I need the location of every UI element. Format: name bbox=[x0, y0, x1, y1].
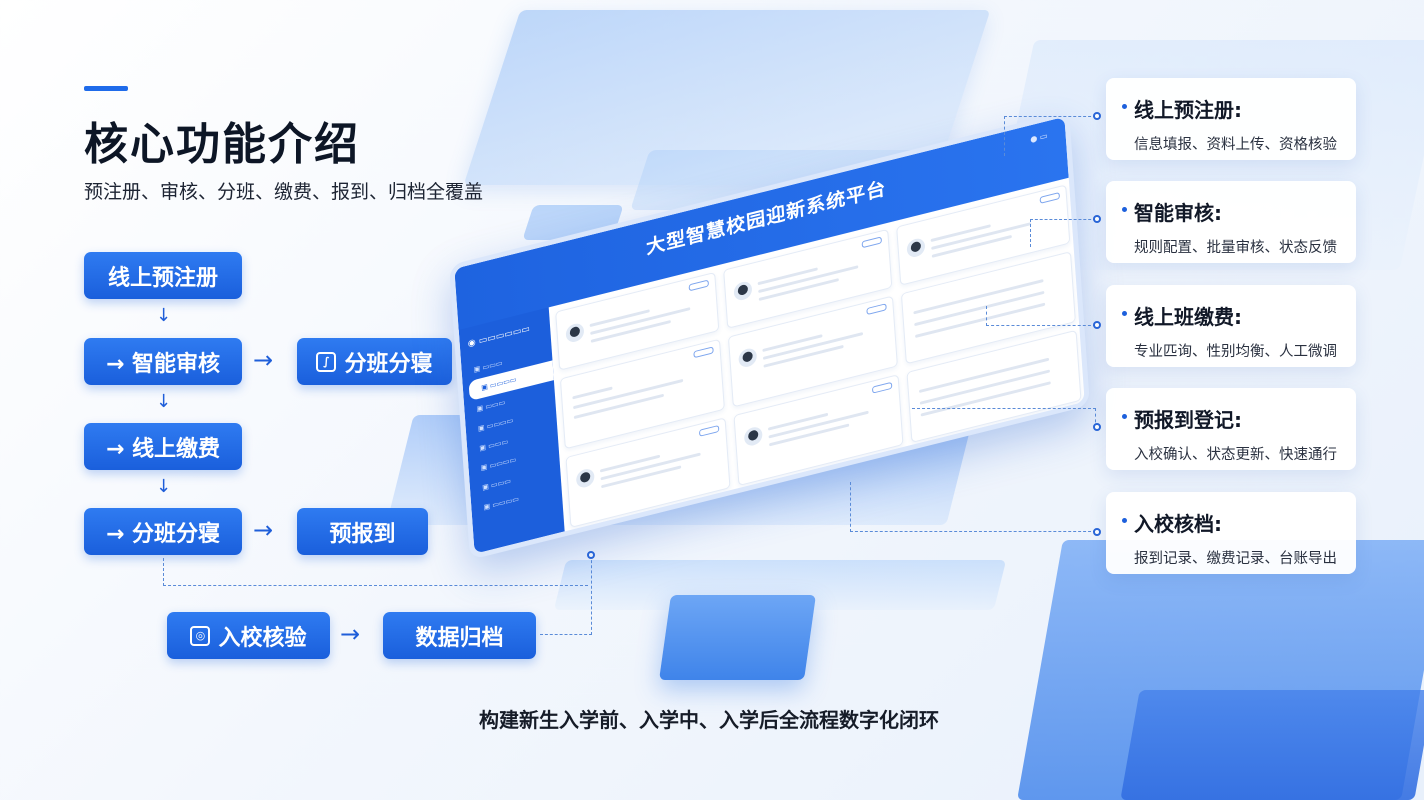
flow-step-label: 线上预注册 bbox=[107, 265, 218, 291]
flow-step-data-archive[interactable]: 数据归档 bbox=[383, 612, 536, 659]
feature-title: 线上预注册: bbox=[1134, 94, 1356, 123]
flow-step-class-dorm[interactable]: → 分班分寝 bbox=[84, 508, 242, 555]
flow-step-smart-review[interactable]: → 智能审核 bbox=[84, 338, 242, 385]
feature-desc: 规则配置、批量审核、状态反馈 bbox=[1134, 240, 1337, 256]
arrow-down-icon: ↓ bbox=[156, 305, 172, 326]
feature-desc: 专业匹询、性别均衡、人工微调 bbox=[1134, 344, 1337, 360]
connector-dot bbox=[1093, 112, 1101, 120]
dashed-connector bbox=[540, 555, 592, 635]
status-badge bbox=[871, 381, 893, 394]
feature-card-archive: 入校核档: 报到记录、缴费记录、台账导出 bbox=[1106, 492, 1356, 574]
avatar bbox=[565, 321, 585, 344]
feature-title: 智能审核: bbox=[1134, 197, 1356, 226]
status-badge bbox=[861, 236, 883, 249]
connector-dot bbox=[1093, 528, 1101, 536]
dashed-connector bbox=[163, 558, 588, 586]
feature-card-review: 智能审核: 规则配置、批量审核、状态反馈 bbox=[1106, 181, 1356, 263]
flow-step-pre-checkin[interactable]: 预报到 bbox=[297, 508, 428, 555]
arrow-right-icon: → bbox=[253, 346, 274, 374]
flow-step-preregister[interactable]: 线上预注册 bbox=[84, 252, 242, 299]
feature-desc: 报到记录、缴费记录、台账导出 bbox=[1134, 551, 1337, 567]
flow-step-label: 入校核验 bbox=[218, 625, 307, 651]
dashed-connector bbox=[986, 306, 1096, 326]
title-accent-bar bbox=[84, 86, 128, 91]
footer-tagline: 构建新生入学前、入学中、入学后全流程数字化闭环 bbox=[479, 708, 939, 732]
connector-dot bbox=[587, 551, 595, 559]
connector-dot bbox=[1093, 423, 1101, 431]
arrow-down-icon: ↓ bbox=[156, 391, 172, 412]
connector-dot bbox=[1093, 321, 1101, 329]
flow-step-entry-verify[interactable]: ◎ 入校核验 bbox=[167, 612, 330, 659]
flow-step-label: → 线上缴费 bbox=[105, 436, 221, 462]
flow-step-label: 数据归档 bbox=[415, 625, 504, 651]
dashed-connector bbox=[1030, 219, 1096, 247]
flow-step-label: → 分班分寝 bbox=[105, 521, 221, 547]
dashed-connector bbox=[1004, 116, 1096, 156]
flow-step-label: 分班分寝 bbox=[344, 351, 433, 377]
avatar bbox=[575, 467, 595, 490]
arrow-right-icon: → bbox=[340, 620, 361, 648]
feature-card-preregister: 线上预注册: 信息填报、资料上传、资格核验 bbox=[1106, 78, 1356, 160]
avatar bbox=[743, 425, 763, 448]
flow-step-label: → 智能审核 bbox=[105, 351, 221, 377]
status-badge bbox=[693, 346, 714, 359]
connector-dot bbox=[1093, 215, 1101, 223]
avatar bbox=[906, 236, 926, 259]
feature-title: 线上班缴费: bbox=[1134, 301, 1356, 330]
flow-step-assign-dorm[interactable]: ∫ 分班分寝 bbox=[297, 338, 452, 385]
feature-title: 预报到登记: bbox=[1134, 404, 1356, 433]
dormitory-assign-icon: ∫ bbox=[316, 351, 337, 372]
arrow-right-icon: → bbox=[253, 516, 274, 544]
flow-step-label: 预报到 bbox=[329, 521, 396, 547]
glass-block-decoration bbox=[659, 595, 816, 680]
id-verify-icon: ◎ bbox=[190, 625, 211, 646]
feature-card-payment: 线上班缴费: 专业匹询、性别均衡、人工微调 bbox=[1106, 285, 1356, 367]
status-badge bbox=[698, 424, 720, 437]
arrow-down-icon: ↓ bbox=[156, 476, 172, 497]
status-badge bbox=[1039, 192, 1061, 204]
feature-title: 入校核档: bbox=[1134, 508, 1356, 537]
avatar bbox=[733, 279, 753, 303]
feature-desc: 信息填报、资料上传、资格核验 bbox=[1134, 137, 1337, 153]
page-title: 核心功能介绍 bbox=[84, 119, 360, 170]
dashboard-nav: ▣ ▭▭▭ ▣ ▭▭▭▭ ▣ ▭▭▭ ▣ ▭▭▭▭ ▣ ▭▭▭ ▣ ▭▭▭▭ ▣… bbox=[461, 341, 562, 521]
dashed-connector bbox=[850, 482, 1096, 532]
flow-step-online-payment[interactable]: → 线上缴费 bbox=[84, 423, 242, 470]
page-subtitle: 预注册、审核、分班、缴费、报到、归档全覆盖 bbox=[84, 181, 484, 203]
avatar bbox=[738, 346, 758, 369]
status-badge bbox=[866, 303, 887, 316]
status-badge bbox=[688, 279, 710, 292]
dashed-connector bbox=[912, 408, 1096, 428]
feature-card-checkin: 预报到登记: 入校确认、状态更新、快速通行 bbox=[1106, 388, 1356, 470]
feature-desc: 入校确认、状态更新、快速通行 bbox=[1134, 447, 1337, 463]
